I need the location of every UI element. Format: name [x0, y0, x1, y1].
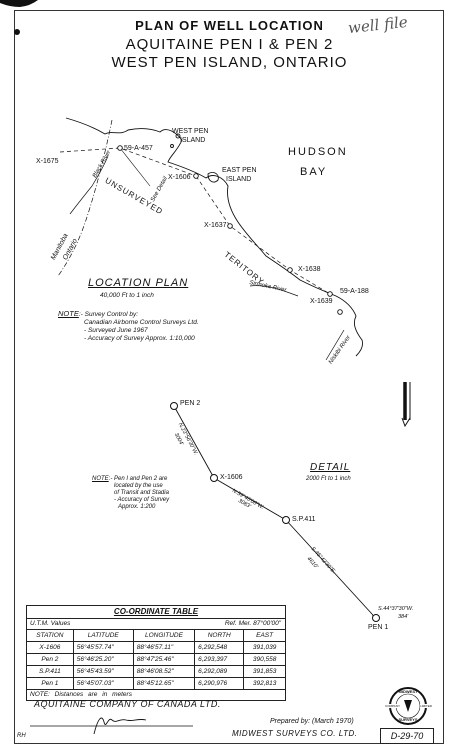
cell-east: 391,853: [243, 665, 286, 678]
cell-longitude: 88°46'57.11": [132, 641, 196, 654]
label-x1639: X-1639: [310, 298, 333, 305]
location-plan-scale: 40,000 Ft to 1 inch: [100, 292, 154, 299]
cell-north: 6,292,548: [194, 641, 245, 654]
label-x1637: X-1637: [204, 222, 227, 229]
label-59a188: 59-A-188: [340, 288, 369, 295]
detail-note-title: NOTE: [92, 476, 109, 482]
table-header-row: STATION LATITUDE LONGITUDE NORTH EAST: [26, 629, 286, 642]
detail-note-line: located by the use: [114, 483, 163, 489]
coordinate-grid: STATION LATITUDE LONGITUDE NORTH EAST X-…: [26, 629, 286, 690]
cell-east: 390,558: [243, 653, 286, 666]
header-latitude: LATITUDE: [72, 629, 134, 642]
location-plan-heading: LOCATION PLAN: [88, 277, 189, 289]
seal-text-top: MIDWEST: [398, 689, 418, 694]
ink-blot-decoration: [0, 0, 38, 35]
drawing-frame: [14, 10, 444, 744]
drawing-number: D-29-70: [380, 728, 434, 744]
detail-drawing: [170, 402, 380, 622]
detail-note: NOTE:- Pen I and Pen 2 are located by th…: [92, 476, 169, 511]
seal-text-right: LIMITED: [420, 704, 432, 708]
label-x1606-detail: X-1606: [220, 474, 243, 481]
ref-meridian: Ref. Mer. 87°00'00": [224, 620, 281, 627]
cell-longitude: 88°45'12.65": [132, 677, 196, 690]
coordinate-table-subheader: U.T.M. Values Ref. Mer. 87°00'00": [26, 618, 286, 629]
header-north: NORTH: [194, 629, 245, 642]
label-x1675: X-1675: [36, 158, 59, 165]
note-line: - Accuracy of Survey Approx. 1:10,000: [84, 335, 195, 342]
bearing-4: S.44°37'30"W.: [378, 606, 414, 612]
utm-label: U.T.M. Values: [30, 620, 71, 627]
title-line-2: AQUITAINE PEN I & PEN 2: [125, 36, 334, 53]
title-line-3: WEST PEN ISLAND, ONTARIO: [111, 54, 348, 71]
cell-longitude: 88°47'25.46": [132, 653, 196, 666]
detail-scale: 2000 Ft to 1 inch: [306, 476, 351, 482]
table-row: Pen 2 56°46'25.20" 88°47'25.46" 6,293,39…: [26, 653, 286, 666]
initials: RH: [17, 733, 26, 739]
coordinate-table-title: CO-ORDINATE TABLE: [26, 605, 286, 618]
label-pen2: PEN 2: [180, 400, 201, 407]
prepared-by: Prepared by: (March 1970): [270, 718, 354, 725]
location-plan-map: [57, 117, 363, 361]
detail-note-line: - Accuracy of Survey: [114, 497, 170, 503]
north-arrow-icon: [401, 382, 411, 428]
company-name: AQUITAINE COMPANY OF CANADA LTD.: [34, 699, 221, 709]
label-west-pen-2: ISLAND: [180, 137, 206, 144]
header-station: STATION: [26, 629, 74, 642]
cell-east: 392,813: [243, 677, 286, 690]
table-row: Pen 1 56°45'07.03" 88°45'12.65" 6,290,97…: [26, 677, 286, 690]
label-x1606-map: X-1606: [168, 174, 191, 181]
title-line-1: PLAN OF WELL LOCATION: [135, 18, 324, 33]
detail-note-line: Approx. 1:200: [118, 504, 156, 510]
table-row: X-1606 56°45'57.74" 88°46'57.11" 6,292,5…: [26, 641, 286, 654]
label-pen1: PEN 1: [368, 624, 389, 631]
bay-label: BAY: [300, 166, 328, 178]
coordinate-table: CO-ORDINATE TABLE U.T.M. Values Ref. Mer…: [26, 605, 286, 701]
label-east-pen-2: ISLAND: [226, 176, 252, 183]
seal-text-left: COMPANY: [385, 704, 400, 708]
cell-east: 391,039: [243, 641, 286, 654]
header-longitude: LONGITUDE: [132, 629, 196, 642]
note-line: :- Survey Control by:: [78, 311, 139, 318]
note-title: NOTE: [58, 309, 79, 318]
note-line: Canadian Airborne Control Surveys Ltd.: [84, 319, 199, 326]
cell-latitude: 56°45'57.74": [72, 641, 134, 654]
label-59a457: 59-A-457: [124, 145, 153, 152]
distance-4: 384': [398, 614, 409, 620]
cell-station: Pen 2: [26, 653, 74, 666]
detail-heading: DETAIL: [310, 462, 351, 473]
cell-station: X-1606: [26, 641, 74, 654]
header-east: EAST: [243, 629, 286, 642]
cell-latitude: 56°45'07.03": [72, 677, 134, 690]
label-sp411: S.P.411: [292, 516, 316, 523]
cell-latitude: 56°46'25.20": [72, 653, 134, 666]
signature-line: [30, 717, 193, 735]
cell-longitude: 88°46'08.52": [132, 665, 196, 678]
detail-note-line: :- Pen I and Pen 2 are: [108, 476, 168, 482]
surveyor-seal-icon: MIDWEST SURVEYS COMPANY LIMITED: [384, 686, 432, 726]
location-plan-note: NOTE:- Survey Control by: Canadian Airbo…: [58, 310, 199, 343]
table-row: S.P.411 56°45'43.59" 88°46'08.52" 6,292,…: [26, 665, 286, 678]
cell-north: 6,293,397: [194, 653, 245, 666]
cell-north: 6,292,089: [194, 665, 245, 678]
label-x1638: X-1638: [298, 266, 321, 273]
cell-north: 6,290,976: [194, 677, 245, 690]
seal-text-bottom: SURVEYS: [398, 717, 418, 722]
cell-station: S.P.411: [26, 665, 74, 678]
cell-latitude: 56°45'43.59": [72, 665, 134, 678]
coordinate-table-note: NOTE: Distances are in meters: [26, 690, 286, 701]
label-east-pen-1: EAST PEN: [222, 167, 257, 174]
cell-station: Pen 1: [26, 677, 74, 690]
label-west-pen-1: WEST PEN: [172, 128, 209, 135]
surveyor-name: MIDWEST SURVEYS CO. LTD.: [232, 729, 358, 738]
detail-note-line: of Transit and Stadia: [114, 490, 169, 496]
hudson-label: HUDSON: [288, 146, 348, 158]
note-line: - Surveyed June 1967: [84, 327, 148, 334]
